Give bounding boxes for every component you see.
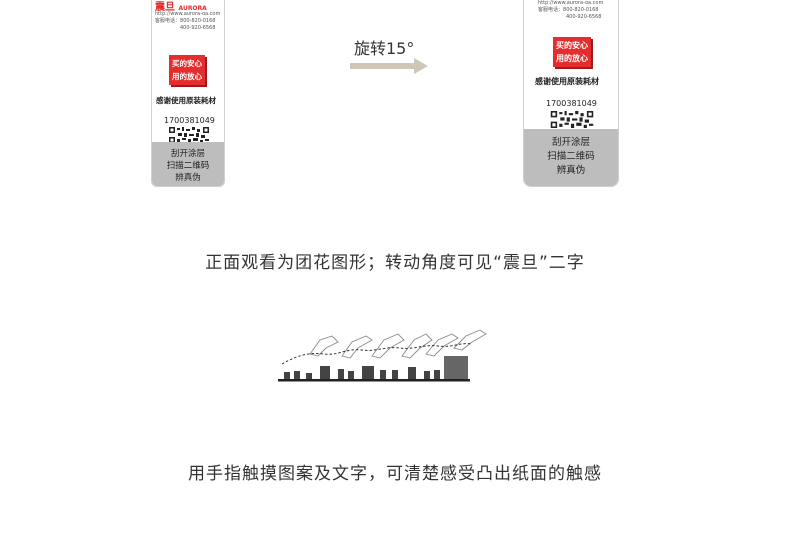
thanks-text: 感谢使用原装耗材	[156, 96, 216, 105]
scratch-text: 刮开涂层 扫描二维码 辨真伪	[524, 136, 618, 178]
bar-8	[380, 370, 386, 379]
scratch-line-3: 辨真伪	[175, 173, 201, 183]
hotline-1: 800-820-0168	[563, 7, 599, 13]
bar-6	[348, 371, 354, 379]
qr-code	[550, 111, 594, 128]
hotline-2: 400-920-6568	[180, 25, 216, 31]
scratch-area: 刮开涂层 扫描二维码 辨真伪	[524, 129, 618, 186]
hotline-row: 客服电话：800-820-0168	[538, 7, 598, 14]
bar-1	[284, 372, 290, 379]
scratch-line-1: 刮开涂层	[551, 137, 590, 148]
brand-cn: 震旦	[155, 2, 175, 13]
slogan-line-2: 用的放心	[172, 72, 202, 81]
scratch-line-1: 刮开涂层	[170, 149, 205, 159]
slogan-line-2: 用的放心	[556, 54, 588, 63]
bar-12	[434, 370, 440, 379]
hotline-1: 800-820-0168	[180, 18, 216, 24]
url-text: http://www.aurora-oa.com	[538, 0, 604, 6]
bar-2	[294, 371, 300, 379]
emboss-pattern-3	[371, 333, 405, 359]
url-text: http://www.aurora-oa.com	[155, 11, 221, 17]
slogan-line-1: 买的安心	[556, 41, 588, 50]
hotline-label: 客服电话：	[538, 7, 564, 13]
emboss-pattern-5	[425, 333, 459, 357]
brand-logo: 震旦 AURORA	[155, 0, 207, 13]
bar-10	[408, 367, 416, 379]
emboss-pattern-4	[401, 333, 433, 359]
bar-11	[424, 371, 430, 379]
caption-view-angle: 正面观看为团花图形；转动角度可见“震旦”二字	[205, 253, 585, 273]
serial-code: 1700381049	[546, 99, 597, 108]
emboss-pattern-1	[309, 335, 339, 357]
baseline	[278, 379, 470, 382]
slogan-box: 买的安心 用的放心	[169, 55, 205, 85]
scratch-area: 刮开涂层 扫描二维码 辨真伪	[152, 142, 224, 186]
slogan-box: 买的安心 用的放心	[553, 37, 591, 67]
emboss-illustration	[278, 329, 487, 382]
caption-touch: 用手指触摸图案及文字，可清楚感受凸出纸面的触感	[188, 464, 602, 484]
scratch-line-3: 辨真伪	[556, 165, 586, 176]
emboss-pattern-6	[453, 329, 487, 351]
scratch-line-2: 扫描二维码	[547, 151, 595, 162]
scratch-line-2: 扫描二维码	[166, 161, 210, 171]
bar-7	[362, 366, 374, 379]
bar-3	[306, 373, 312, 379]
security-label-rotated: http://www.aurora-oa.com 客服电话：800-820-01…	[523, 0, 619, 187]
security-label-front: 震旦 AURORA http://www.aurora-oa.com 客服电话：…	[151, 0, 225, 187]
hotline-2: 400-920-6568	[566, 14, 602, 20]
bar-9	[392, 370, 398, 379]
bar-5	[338, 369, 344, 379]
hotline-label: 客服电话：	[155, 18, 181, 24]
arrow-right-icon	[350, 58, 428, 74]
emboss-pattern-2	[341, 335, 373, 359]
brand-en: AURORA	[178, 5, 207, 12]
serial-code: 1700381049	[164, 116, 215, 125]
bar-4	[320, 366, 330, 379]
slogan-line-1: 买的安心	[172, 59, 202, 68]
scratch-text: 刮开涂层 扫描二维码 辨真伪	[152, 148, 224, 184]
hotline-row: 客服电话：800-820-0168	[155, 18, 215, 25]
qr-code	[169, 127, 209, 143]
thanks-text: 感谢使用原装耗材	[535, 77, 599, 86]
bar-13	[444, 356, 468, 379]
rotate-label: 旋转15°	[354, 39, 415, 58]
